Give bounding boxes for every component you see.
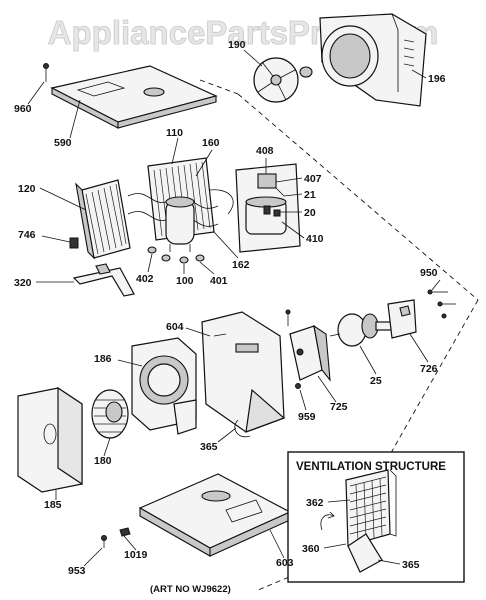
label-180: 180 (94, 455, 112, 467)
label-160: 160 (202, 137, 220, 149)
label-100: 100 (176, 275, 194, 287)
part-number-labels: 960 590 190 196 110 160 120 746 320 402 … (14, 39, 446, 577)
mounting-grommets (147, 246, 205, 264)
control-box-725 (285, 309, 331, 389)
label-959: 959 (298, 411, 316, 423)
label-365: 365 (200, 441, 218, 453)
fan-blade-190 (253, 57, 313, 103)
label-402: 402 (136, 273, 154, 285)
ventilation-structure-inset (287, 451, 465, 583)
label-120: 120 (18, 183, 36, 195)
label-953: 953 (68, 565, 86, 577)
label-320: 320 (14, 277, 32, 289)
motor-bracket-726 (387, 289, 456, 339)
label-196: 196 (428, 73, 446, 85)
label-960: 960 (14, 103, 32, 115)
label-725: 725 (330, 401, 348, 413)
top-cover-590 (43, 63, 218, 129)
art-number-caption: (ART NO WJ9622) (150, 584, 231, 595)
label-603: 603 (276, 557, 294, 569)
label-590: 590 (54, 137, 72, 149)
ventilation-title: VENTILATION STRUCTURE (296, 461, 446, 473)
partition-panel-604 (201, 311, 286, 438)
label-401: 401 (210, 275, 228, 287)
label-362: 362 (306, 497, 324, 509)
compressor-100 (165, 196, 195, 252)
condenser-coil-120 (75, 179, 131, 260)
shroud-196 (319, 13, 427, 107)
label-604: 604 (166, 321, 184, 333)
label-950: 950 (420, 267, 438, 279)
fan-motor-25 (329, 313, 393, 347)
base-pan-603 (138, 473, 292, 557)
leader-lines (27, 49, 441, 567)
label-365b: 365 (402, 559, 420, 571)
capacitor-inset-box (235, 163, 301, 253)
label-410: 410 (306, 233, 324, 245)
label-25: 25 (370, 375, 382, 387)
blower-wheel-180 (91, 389, 129, 439)
label-360: 360 (302, 543, 320, 555)
label-407: 407 (304, 173, 322, 185)
label-20: 20 (304, 207, 316, 219)
label-185: 185 (44, 499, 62, 511)
blower-housing-186 (131, 337, 197, 435)
label-162: 162 (232, 259, 250, 271)
clip-746 (69, 237, 79, 249)
label-21: 21 (304, 189, 316, 201)
bracket-320 (72, 263, 135, 297)
label-186: 186 (94, 353, 112, 365)
label-726: 726 (420, 363, 438, 375)
label-1019: 1019 (124, 549, 148, 561)
label-746: 746 (18, 229, 36, 241)
label-408: 408 (256, 145, 274, 157)
label-110: 110 (166, 127, 183, 139)
front-grille-185 (17, 386, 83, 493)
hardware-1019-953 (101, 527, 131, 548)
assembly-guide-line (199, 79, 479, 591)
label-190: 190 (228, 39, 246, 51)
